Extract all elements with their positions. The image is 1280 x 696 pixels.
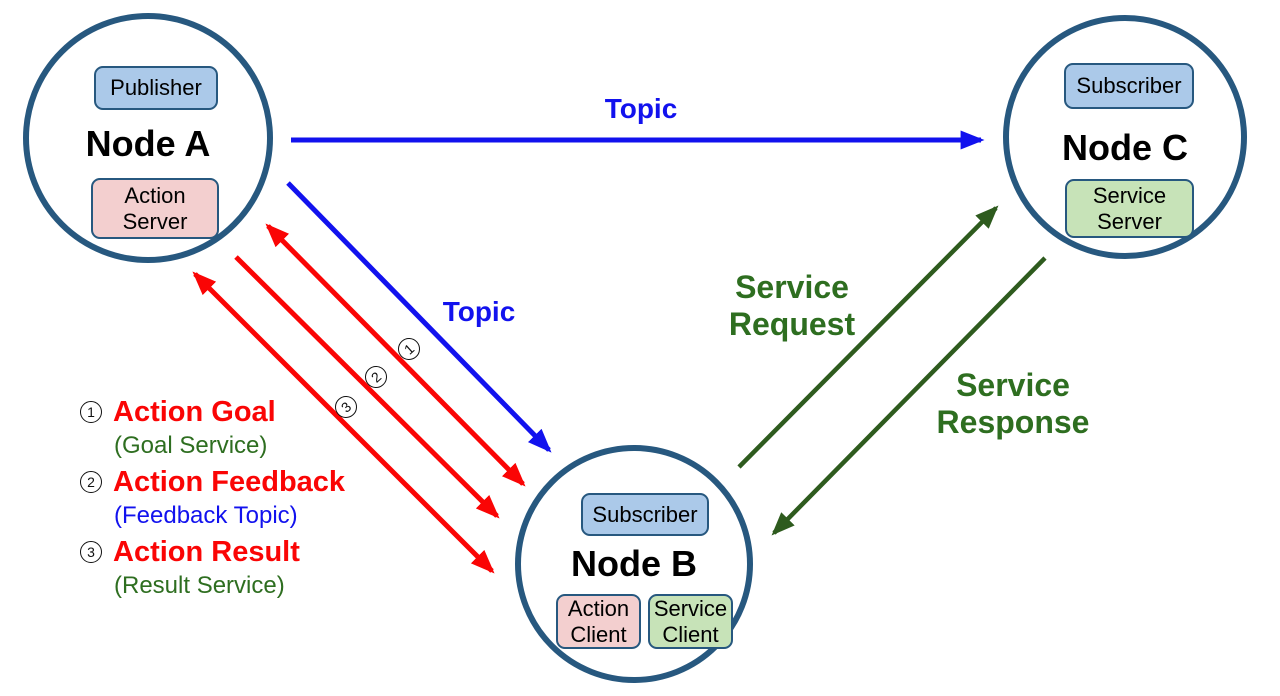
subscriber-box-node-c: Subscriber [1064,63,1194,109]
node-b-label: Node B [571,543,697,584]
service-response-label: Service Response [936,367,1090,440]
legend-num-1: 1 [80,401,102,423]
legend-subtitle-feedback-topic: (Feedback Topic) [114,502,298,529]
publisher-label: Publisher [110,75,202,100]
legend-title-action-goal: Action Goal [113,396,276,428]
service-request-arrow [737,205,999,469]
topic-label-a-to-c: Topic [604,93,678,124]
legend-subtitle-goal-service: (Goal Service) [114,432,268,459]
service-response-arrow [771,256,1047,536]
legend-num-3: 3 [80,541,102,563]
service-client-label: Service Client [653,595,728,647]
subscriber-label-node-c: Subscriber [1076,73,1182,98]
node-a: Publisher Node A Action Server [23,13,273,263]
legend-num-2: 2 [80,471,102,493]
action-result-arrow [192,271,495,574]
legend-item-action-feedback: 2 Action Feedback (Feedback Topic) [80,464,345,531]
topic-label-a-to-b: Topic [442,296,516,327]
action-goal-arrow [265,223,526,487]
node-b: Subscriber Node B Action Client Service … [515,445,753,683]
node-a-label: Node A [85,123,211,164]
legend-row: 2 Action Feedback [80,464,345,500]
legend-title-action-feedback: Action Feedback [113,466,346,498]
service-server-label: Service Server [1092,182,1167,234]
legend-row: 3 Action Result [80,534,300,570]
node-c-label: Node C [1062,127,1188,168]
node-c: Subscriber Node C Service Server [1003,15,1247,259]
legend-row: 1 Action Goal [80,394,276,430]
publisher-box: Publisher [94,66,218,110]
legend-item-action-goal: 1 Action Goal (Goal Service) [80,394,276,461]
action-server-box: Action Server [91,178,219,239]
legend-title-action-result: Action Result [113,536,300,568]
subscriber-label-node-b: Subscriber [592,501,698,527]
service-request-label: Service Request [728,269,856,342]
subscriber-box-node-b: Subscriber [581,493,709,536]
action-client-label: Action Client [567,595,630,647]
legend-item-action-result: 3 Action Result (Result Service) [80,534,300,601]
action-server-label: Action Server [122,182,188,234]
service-server-box: Service Server [1065,179,1194,238]
action-client-box: Action Client [556,594,641,649]
service-client-box: Service Client [648,594,733,649]
legend-subtitle-result-service: (Result Service) [114,572,285,599]
